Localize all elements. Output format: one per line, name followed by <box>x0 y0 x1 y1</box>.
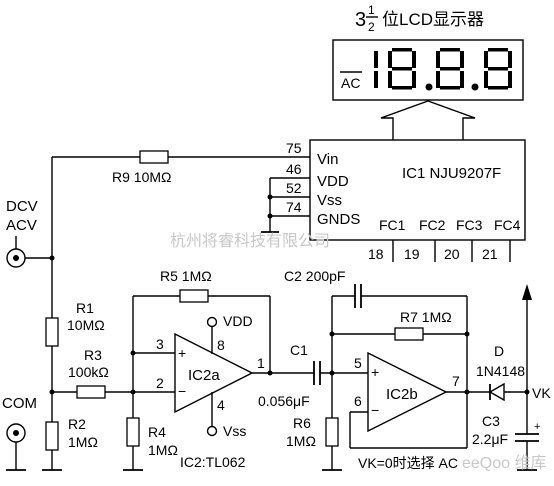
ic1-pin-vin-label: Vin <box>317 151 338 168</box>
watermark-center: 杭州将睿科技有限公司 <box>170 232 330 250</box>
resistor-r3 <box>76 385 106 399</box>
ic1-pin-75: 75 <box>286 140 302 156</box>
ic1-fc2-label: FC2 <box>419 217 446 233</box>
resistor-r2 <box>45 421 59 451</box>
opamp-ic2b: + − IC2b <box>367 351 448 433</box>
diode-value: 1N4148 <box>476 363 525 379</box>
ic1-fc1-label: FC1 <box>379 217 406 233</box>
ic2b-minus: − <box>371 402 379 418</box>
r5-label: R5 1MΩ <box>160 268 212 284</box>
watermark-corner: eeQoo 维库 <box>462 454 547 472</box>
ic1-body <box>309 139 526 241</box>
decimal-point-2 <box>471 83 479 91</box>
opamp-ic2a: + − IC2a <box>174 332 254 414</box>
ic1-pin-vdd-label: VDD <box>317 173 349 190</box>
title-fraction-numerator: 1 <box>368 3 375 17</box>
r2-value: 1MΩ <box>68 434 98 450</box>
lcd-display: 3 1 2 位LCD显示器 AC <box>332 3 524 101</box>
digit-eight-1 <box>388 48 416 90</box>
resistor-r5 <box>179 289 209 303</box>
title-whole: 3 <box>355 9 366 31</box>
com-jack <box>6 423 26 443</box>
r4-name: R4 <box>148 424 166 440</box>
c2-label: C2 200pF <box>284 268 345 284</box>
ic1-pin-52: 52 <box>286 180 302 196</box>
lcd-frame <box>332 39 524 101</box>
ic2b-plus: + <box>371 364 379 380</box>
ic2b-pin-7: 7 <box>452 373 460 389</box>
r3-name: R3 <box>84 347 102 363</box>
vss-terminal <box>206 425 218 437</box>
ic2a-triangle <box>174 332 254 414</box>
digit-eight-3 <box>484 48 512 90</box>
ic2b-name: IC2b <box>386 386 418 403</box>
resistor-r6 <box>325 417 339 447</box>
ic2a-pin-3: 3 <box>156 336 164 352</box>
c1-name: C1 <box>290 342 308 358</box>
ic2a-vss-label: Vss <box>223 423 246 439</box>
vk-arrow <box>522 284 532 300</box>
ic1-pin-18: 18 <box>368 246 384 262</box>
title-fraction-denominator: 2 <box>368 20 375 34</box>
com-label: COM <box>2 395 37 412</box>
digit-eight-2 <box>436 48 464 90</box>
ic1-chip: Vin VDD Vss GNDS IC1 NJU9207F FC1 FC2 FC… <box>261 139 526 262</box>
r6-value: 1MΩ <box>286 433 316 449</box>
display-bus-arrow <box>380 100 476 140</box>
ic1-fc4-label: FC4 <box>494 217 521 233</box>
decimal-point-1 <box>425 83 433 91</box>
ic2b-pin-6: 6 <box>354 393 362 409</box>
c3-polarity: + <box>534 421 540 433</box>
resistor-r9 <box>139 150 169 164</box>
ic2a-pin-8: 8 <box>217 337 225 353</box>
r2-name: R2 <box>68 416 86 432</box>
input-jack <box>6 248 26 268</box>
ic1-fc3-label: FC3 <box>456 217 483 233</box>
ic2a-pin-4: 4 <box>217 397 225 413</box>
r1-value: 10MΩ <box>67 317 105 333</box>
ic2b-triangle <box>367 351 448 433</box>
ic2-chip-label: IC2:TL062 <box>180 454 246 470</box>
ic1-pin-gnds-label: GNDS <box>317 211 360 228</box>
ic1-pin-20: 20 <box>444 246 460 262</box>
acv-label: ACV <box>6 217 37 234</box>
r7-label: R7 1MΩ <box>400 309 452 325</box>
digit-one <box>374 51 378 88</box>
ic1-pin-74: 74 <box>286 199 302 215</box>
diode-name: D <box>494 343 504 359</box>
ic1-pin-19: 19 <box>404 246 420 262</box>
r1-name: R1 <box>76 300 94 316</box>
ic2a-name: IC2a <box>188 367 220 384</box>
resistor-r4 <box>126 417 140 447</box>
r3-value: 100kΩ <box>68 364 109 380</box>
ic2a-minus: − <box>178 383 186 399</box>
ic2a-pin-1: 1 <box>257 355 265 371</box>
ic1-pin-vss-label: Vss <box>317 192 342 209</box>
c1-value: 0.056μF <box>258 393 310 409</box>
r9-label: R9 10MΩ <box>112 169 172 185</box>
ic2a-plus: + <box>178 345 186 361</box>
r6-name: R6 <box>293 415 311 431</box>
ic1-pin-21: 21 <box>482 246 498 262</box>
lcd-title: 位LCD显示器 <box>382 10 484 29</box>
vdd-terminal <box>206 316 218 328</box>
ic2b-pin-5: 5 <box>354 355 362 371</box>
vk-label: VK <box>532 385 551 401</box>
resistor-r1 <box>45 317 59 347</box>
r4-value: 1MΩ <box>148 442 178 458</box>
vk-note: VK=0时选择 AC <box>358 455 458 471</box>
resistor-r7 <box>394 327 424 341</box>
diode-d <box>488 382 505 402</box>
ic2a-vdd-label: VDD <box>223 313 253 329</box>
c3-name: C3 <box>482 413 500 429</box>
dcv-label: DCV <box>6 198 38 215</box>
c3-value: 2.2μF <box>472 431 508 447</box>
ic1-pin-46: 46 <box>286 161 302 177</box>
ac-flag-text: AC <box>341 75 360 91</box>
ic2a-pin-2: 2 <box>156 375 164 391</box>
ic1-part-name: IC1 NJU9207F <box>402 165 501 182</box>
